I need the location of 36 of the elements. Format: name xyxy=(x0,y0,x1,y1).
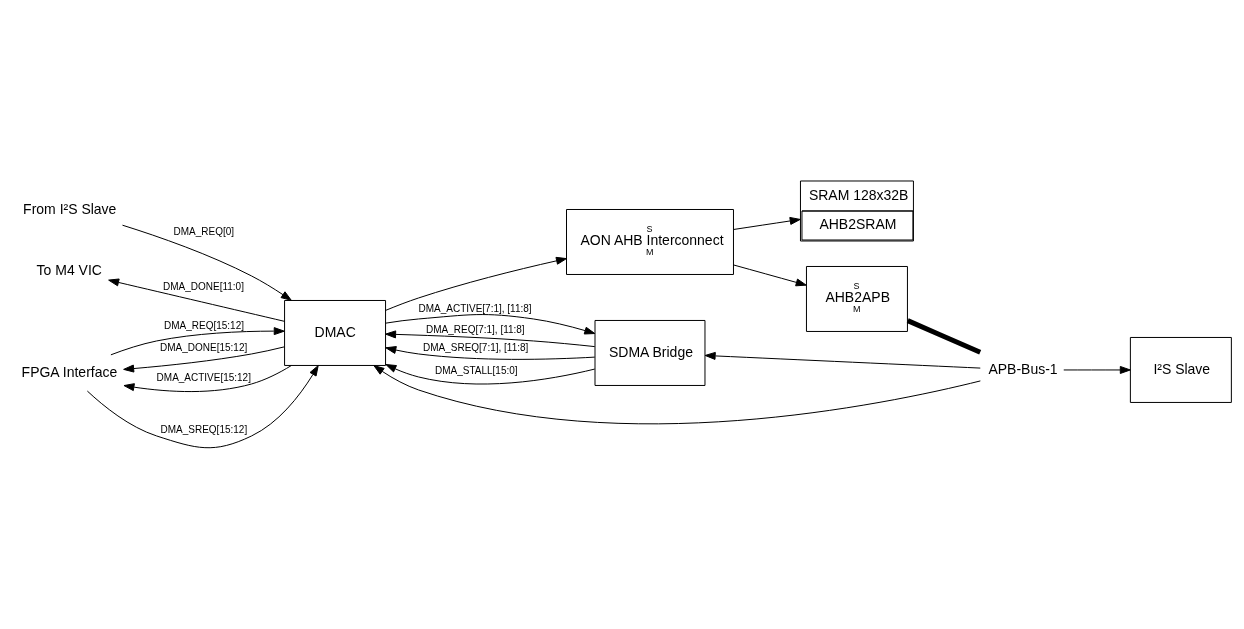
node-box: S AHB2APB M xyxy=(805,266,908,332)
node-box: I²S Slave xyxy=(1129,336,1232,403)
edge-label: DMA_REQ[15:12] xyxy=(163,319,244,331)
edge-label: DMA_DONE[11:0] xyxy=(162,280,244,292)
edge-label: DMA_SREQ[7:1], [11:8] xyxy=(422,341,528,353)
arrow xyxy=(372,365,981,425)
arrow xyxy=(384,364,595,385)
node-box: SDMA Bridge xyxy=(594,319,705,386)
edge-label: DMA_SREQ[15:12] xyxy=(160,423,247,435)
arrow xyxy=(123,365,292,393)
node-text: FPGA Interface xyxy=(21,363,117,380)
arrow xyxy=(384,346,595,360)
arrow xyxy=(121,224,292,301)
arrow xyxy=(384,330,595,348)
arrow xyxy=(1062,365,1131,374)
arrow xyxy=(732,264,807,287)
edge-label: DMA_ACTIVE[15:12] xyxy=(156,371,251,383)
node-text: APB-Bus-1 xyxy=(987,360,1058,377)
edge-label: DMA_DONE[15:12] xyxy=(159,341,247,353)
edge-label: DMA_STALL[15:0] xyxy=(434,364,518,376)
node-text: To M4 VIC xyxy=(36,261,102,278)
arrow xyxy=(732,216,801,230)
arrow xyxy=(122,346,285,373)
arrow xyxy=(384,256,567,311)
edge-label: DMA_REQ[7:1], [11:8] xyxy=(425,323,525,335)
node-box: S AON AHB Interconnect M xyxy=(565,209,734,275)
connector xyxy=(906,318,981,355)
edge-label: DMA_ACTIVE[7:1], [11:8] xyxy=(418,302,532,314)
arrow xyxy=(107,278,285,322)
arrow xyxy=(384,314,595,335)
arrow xyxy=(86,365,319,449)
node-text: From I²S Slave xyxy=(22,200,116,217)
edge-label: DMA_REQ[0] xyxy=(173,225,234,237)
arrow xyxy=(109,327,285,356)
node-box: DMAC xyxy=(283,299,386,366)
arrow xyxy=(704,351,981,369)
